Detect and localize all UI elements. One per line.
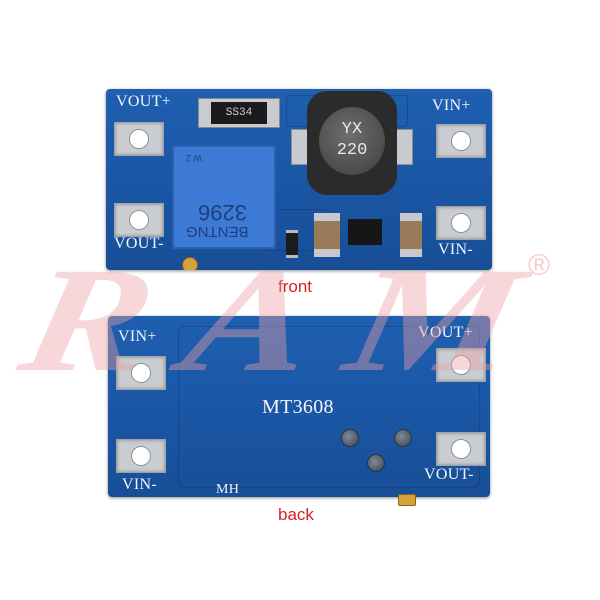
pad-hole	[131, 363, 151, 383]
diode-marking: SS34	[211, 102, 267, 124]
inductor-marking-line1: YX	[341, 120, 363, 139]
via-hole	[341, 429, 359, 447]
pad-hole	[451, 355, 471, 375]
solder-pad-vout-plus	[436, 348, 486, 382]
pot-marking-model: 3296	[198, 200, 247, 225]
solder-pad-vin-plus	[436, 124, 486, 158]
label-vout-plus: VOUT+	[418, 324, 473, 341]
solder-pad-vin-plus	[116, 356, 166, 390]
schottky-diode: SS34	[198, 98, 280, 128]
pad-hole	[451, 131, 471, 151]
pcb-trace	[178, 326, 480, 488]
solder-pad-vout-plus	[114, 122, 164, 156]
pad-hole	[131, 446, 151, 466]
via-hole	[394, 429, 412, 447]
label-vin-plus: VIN+	[118, 328, 157, 345]
back-caption: back	[278, 505, 314, 524]
pad-hole	[451, 439, 471, 459]
solder-pad-vout-minus	[436, 432, 486, 466]
label-mh: MH	[216, 482, 240, 497]
smd-capacitor	[314, 213, 340, 257]
pad-hole	[129, 210, 149, 230]
ic-chip	[348, 219, 382, 245]
front-board: VOUT+ VOUT- VIN+ VIN- SS34 YX 220 W 2 32…	[106, 89, 492, 270]
label-vin-plus: VIN+	[432, 97, 471, 114]
label-vout-plus: VOUT+	[116, 93, 171, 110]
inductor-marking-line2: 220	[336, 141, 368, 160]
via-hole	[367, 454, 385, 472]
smd-capacitor	[400, 213, 422, 257]
pot-adjust-screw	[182, 257, 198, 270]
solder-pad-vin-minus	[436, 206, 486, 240]
label-vout-minus: VOUT-	[424, 466, 474, 483]
pad-hole	[129, 129, 149, 149]
solder-pad-vin-minus	[116, 439, 166, 473]
inductor-core: YX 220	[319, 107, 385, 175]
label-vout-minus: VOUT-	[114, 235, 164, 252]
smd-resistor	[286, 230, 298, 258]
chip-label: MT3608	[262, 396, 334, 418]
back-board: VIN+ VIN- VOUT+ VOUT- MH MT3608	[108, 316, 490, 497]
label-vin-minus: VIN-	[438, 241, 473, 258]
pot-adjust-screw-edge	[398, 494, 416, 506]
label-vin-minus: VIN-	[122, 476, 157, 493]
pot-marking-small: W 2	[186, 153, 203, 163]
power-inductor: YX 220	[291, 89, 413, 199]
front-caption: front	[278, 277, 313, 296]
pad-hole	[451, 213, 471, 233]
registered-mark: ®	[528, 249, 551, 282]
trimmer-potentiometer: W 2 3296 BENTNG	[172, 145, 276, 249]
pot-marking-brand: BENTNG	[186, 223, 249, 240]
solder-pad-vout-minus	[114, 203, 164, 237]
